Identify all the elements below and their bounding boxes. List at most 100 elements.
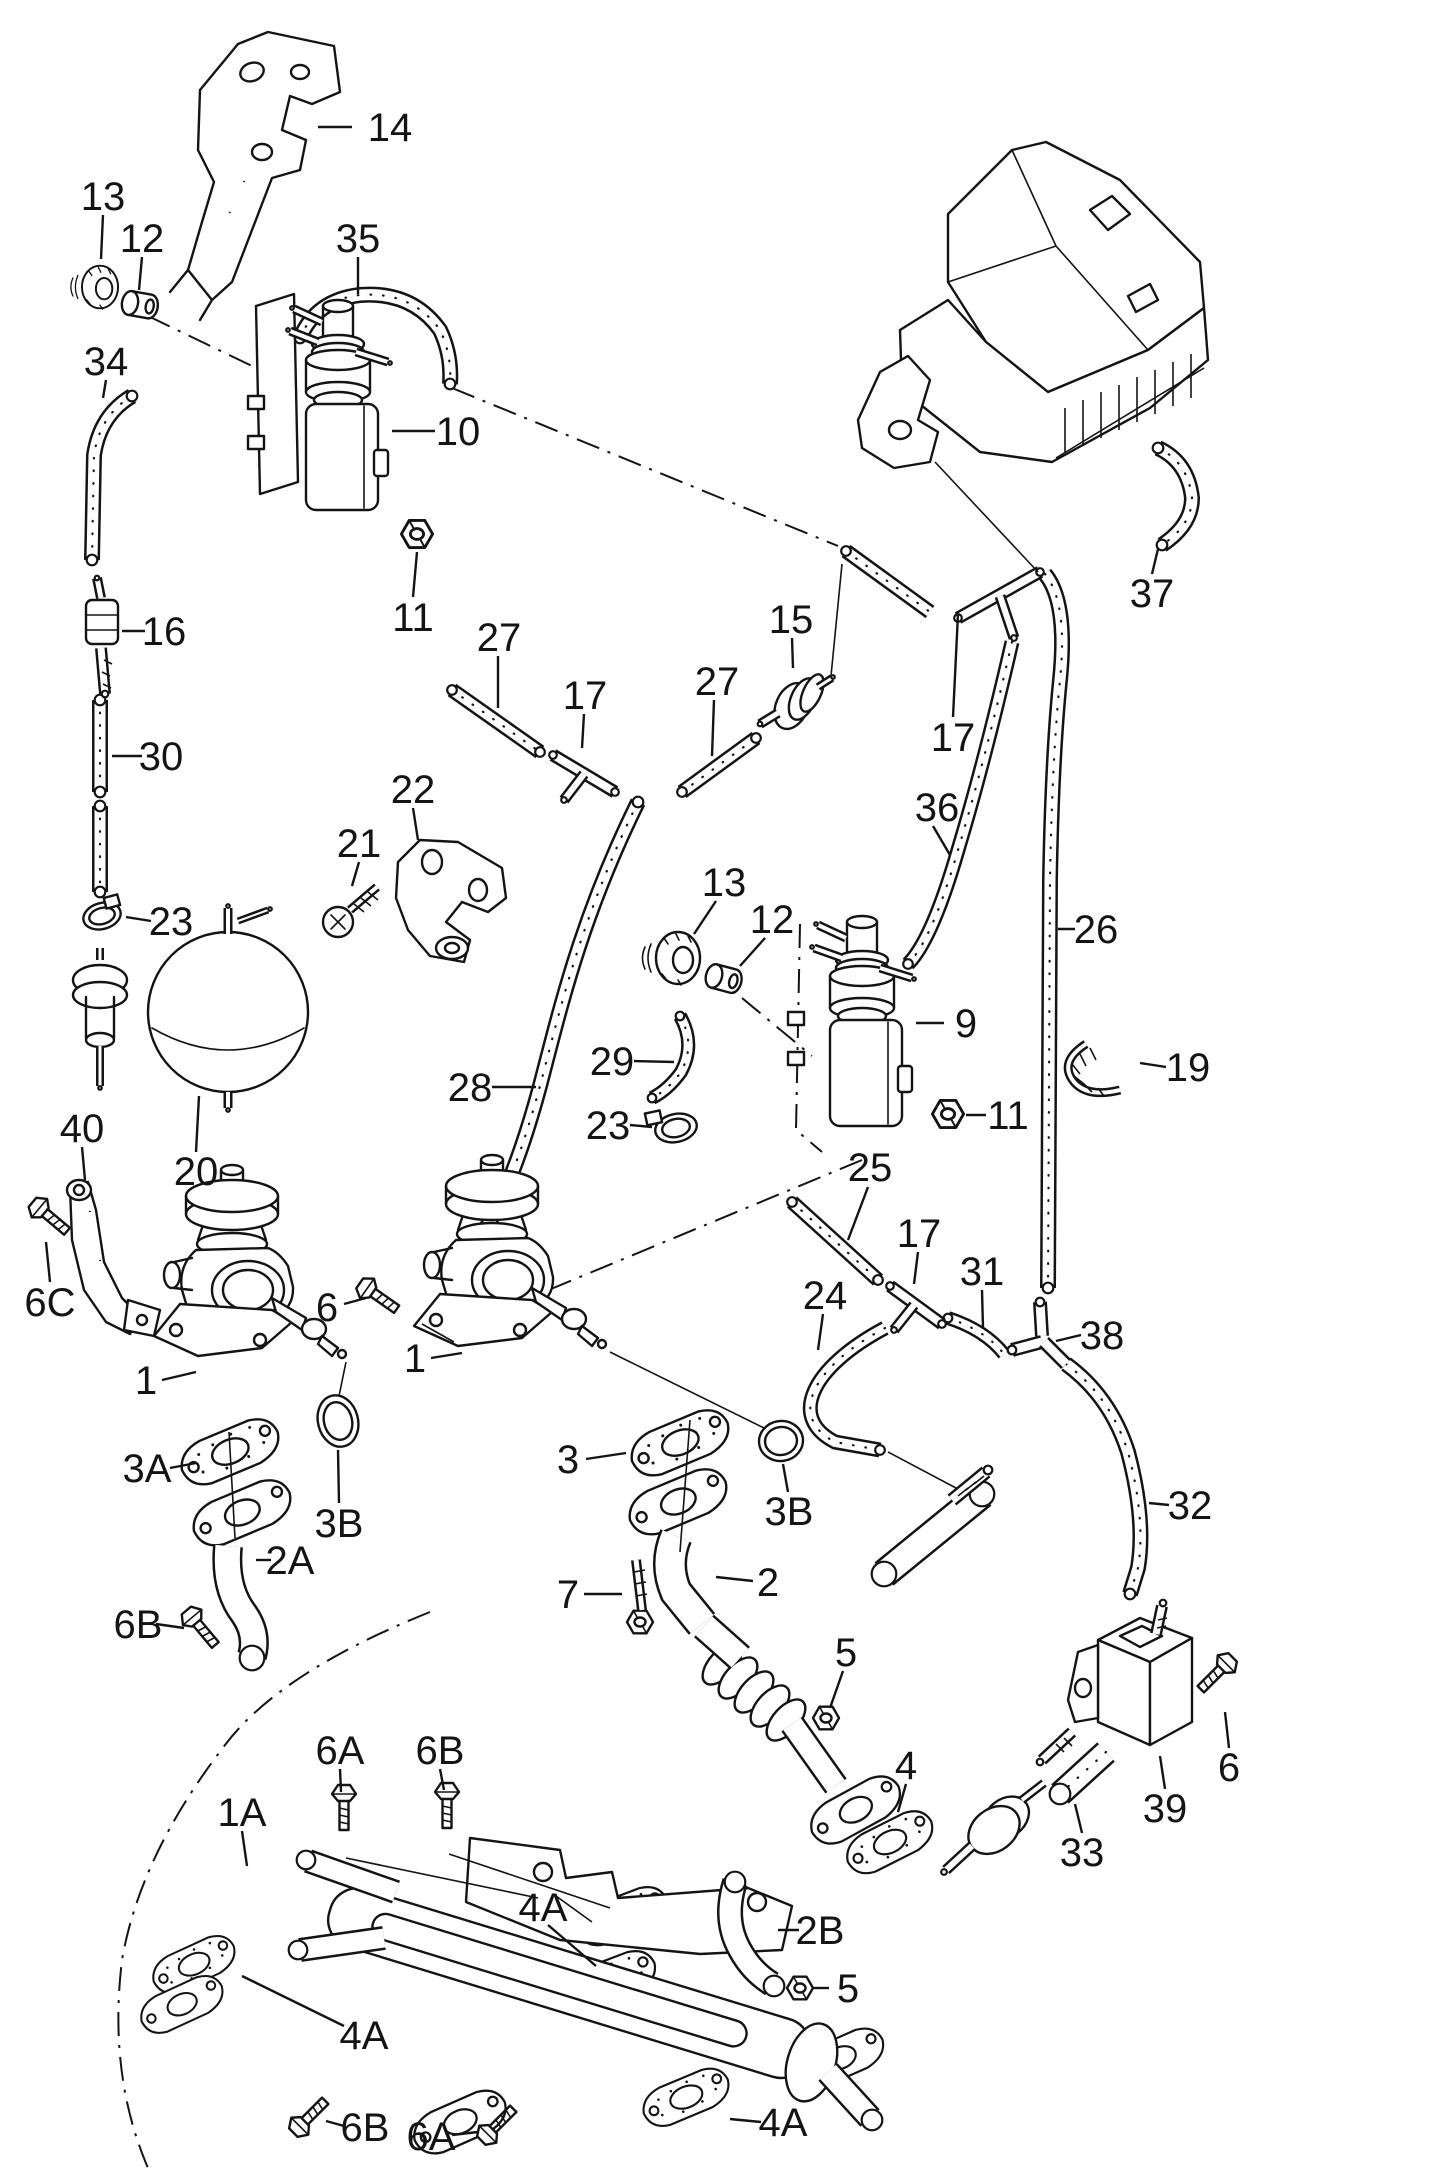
thin-line bbox=[353, 891, 379, 913]
callout-4: 4 bbox=[895, 1744, 917, 1788]
leader-1 bbox=[161, 1370, 197, 1382]
leader-3B bbox=[336, 1449, 341, 1504]
leader-1A bbox=[240, 1830, 249, 1867]
callout-11: 11 bbox=[987, 1094, 1029, 1138]
leader-3A bbox=[169, 1461, 197, 1470]
leader-12 bbox=[137, 256, 144, 291]
callout-28: 28 bbox=[448, 1066, 493, 1110]
callout-27: 27 bbox=[477, 616, 522, 660]
thin-line bbox=[1055, 367, 1205, 459]
callout-19: 19 bbox=[1166, 1046, 1211, 1090]
leader-39 bbox=[1158, 1755, 1167, 1790]
construction-lines bbox=[117, 315, 863, 2169]
callout-10: 10 bbox=[436, 410, 481, 454]
bolt-6c bbox=[23, 1191, 76, 1242]
nut-11-upper bbox=[399, 519, 435, 549]
callout-27: 27 bbox=[695, 660, 740, 704]
callout-6: 6 bbox=[316, 1286, 338, 1330]
dash-dot-line bbox=[741, 997, 813, 1057]
thin-line bbox=[957, 1475, 985, 1497]
leader-5 bbox=[828, 1670, 845, 1709]
flange-pipe2-top bbox=[621, 1463, 735, 1541]
leader-4A bbox=[547, 1924, 597, 1967]
callout-24: 24 bbox=[803, 1274, 848, 1318]
callout-23: 23 bbox=[586, 1104, 631, 1148]
leader-20 bbox=[194, 1095, 201, 1153]
solenoid-valve-39 bbox=[1066, 1616, 1194, 1747]
thin-line bbox=[830, 563, 843, 677]
dash-dot-line bbox=[451, 387, 839, 547]
leader-6B bbox=[325, 2119, 345, 2128]
dash-dot-line bbox=[794, 923, 823, 1153]
dash-dot-line bbox=[147, 315, 253, 367]
callout-13: 13 bbox=[702, 861, 747, 905]
bolt-6-mid bbox=[351, 1272, 405, 1321]
callout-20: 20 bbox=[174, 1150, 219, 1194]
leader-17 bbox=[951, 613, 960, 718]
callout-2B: 2B bbox=[796, 1909, 845, 1953]
callout-1A: 1A bbox=[218, 1791, 267, 1835]
thin-line bbox=[609, 1351, 765, 1429]
callout-22: 22 bbox=[391, 768, 436, 812]
leader-27 bbox=[710, 699, 716, 757]
coupler-16 bbox=[84, 598, 120, 646]
callout-1: 1 bbox=[404, 1337, 426, 1381]
callout-17: 17 bbox=[931, 716, 976, 760]
leader-6C bbox=[44, 1241, 52, 1283]
nut-11-lower bbox=[930, 1098, 966, 1130]
leader-21 bbox=[350, 861, 361, 887]
callout-6B: 6B bbox=[341, 2106, 390, 2150]
callout-17: 17 bbox=[563, 674, 608, 718]
egr-valve-right bbox=[412, 1153, 608, 1350]
thin-line bbox=[1071, 1047, 1105, 1097]
callout-32: 32 bbox=[1168, 1484, 1213, 1528]
callout-4A: 4A bbox=[519, 1886, 568, 1930]
thin-line bbox=[947, 149, 1149, 351]
connectors-layer bbox=[92, 304, 1168, 2132]
callout-9: 9 bbox=[955, 1002, 977, 1046]
air-filter-housing bbox=[856, 140, 1210, 470]
hose-clamp-23-lower bbox=[643, 1109, 698, 1144]
nut-5-upper bbox=[811, 1705, 841, 1731]
detail-lines-layer bbox=[101, 149, 1205, 1923]
o-ring-3b-left bbox=[316, 1394, 360, 1448]
leader-19 bbox=[1139, 1061, 1167, 1069]
thin-line bbox=[345, 1857, 539, 1899]
vacuum-valve-9 bbox=[786, 914, 914, 1128]
callout-39: 39 bbox=[1143, 1787, 1188, 1831]
callout-6A: 6A bbox=[316, 1729, 365, 1773]
callout-6C: 6C bbox=[24, 1281, 75, 1325]
callout-30: 30 bbox=[139, 735, 184, 779]
callout-15: 15 bbox=[769, 598, 814, 642]
bushing-12-upper bbox=[118, 288, 161, 321]
screw-21 bbox=[321, 905, 355, 939]
callout-29: 29 bbox=[590, 1040, 635, 1084]
leader-36 bbox=[931, 825, 952, 856]
leader-32 bbox=[1148, 1501, 1170, 1507]
callout-3A: 3A bbox=[123, 1447, 172, 1491]
callout-35: 35 bbox=[336, 217, 381, 261]
callout-1: 1 bbox=[135, 1359, 157, 1403]
vacuum-reservoir-20 bbox=[146, 930, 310, 1094]
hoses-layer bbox=[84, 286, 1201, 1806]
callout-6B: 6B bbox=[114, 1603, 163, 1647]
bracket-22 bbox=[394, 838, 508, 964]
thin-line bbox=[934, 461, 1039, 573]
leader-11 bbox=[411, 551, 419, 598]
check-valve-33-area bbox=[967, 1795, 1031, 1856]
callout-7: 7 bbox=[557, 1573, 579, 1617]
callout-33: 33 bbox=[1060, 1831, 1105, 1875]
leader-31 bbox=[980, 1289, 985, 1329]
thin-line bbox=[448, 1853, 611, 1909]
leader-13 bbox=[693, 900, 717, 935]
thin-line bbox=[338, 1361, 347, 1397]
bolt-6b-left bbox=[175, 1601, 226, 1654]
leader-6A bbox=[338, 1768, 343, 1793]
callout-23: 23 bbox=[149, 900, 194, 944]
leader-15 bbox=[790, 637, 795, 669]
leader-4A bbox=[241, 1974, 345, 2028]
bolt-6b-top bbox=[433, 1781, 461, 1830]
leader-3B bbox=[781, 1463, 790, 1493]
callout-3B: 3B bbox=[315, 1502, 364, 1546]
